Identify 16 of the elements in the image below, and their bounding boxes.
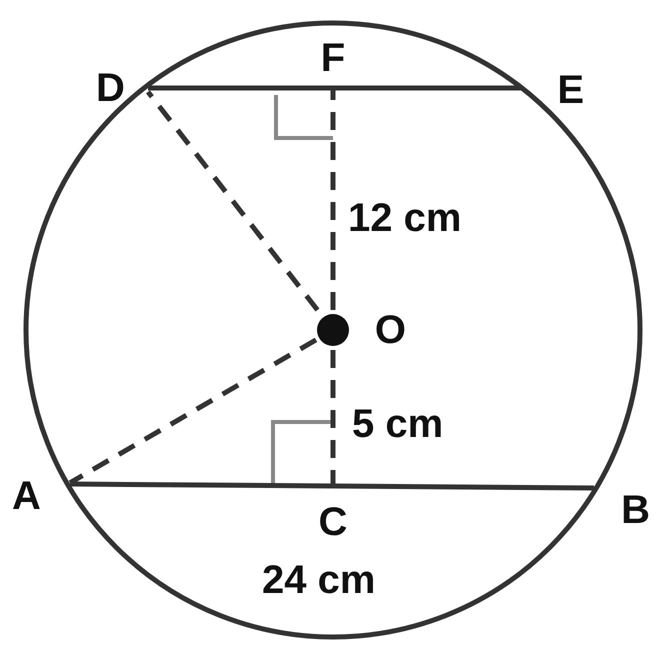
dimension-label: 24 cm (262, 560, 376, 600)
point-label: E (522, 66, 584, 114)
point-label: C (313, 490, 353, 542)
dimension-label: 12 cm (348, 198, 462, 238)
dashed-line (330, 90, 336, 310)
point-label: A (12, 466, 70, 516)
point-label: B (594, 470, 650, 530)
dashed-line (146, 90, 320, 312)
point-label: D (96, 64, 148, 112)
line (148, 86, 522, 90)
line (70, 482, 594, 490)
point-label: F (313, 38, 353, 90)
dimension-label: 5 cm (352, 404, 444, 444)
dashed-line (68, 338, 318, 485)
dashed-line (330, 350, 336, 486)
point-label: O (316, 310, 406, 350)
